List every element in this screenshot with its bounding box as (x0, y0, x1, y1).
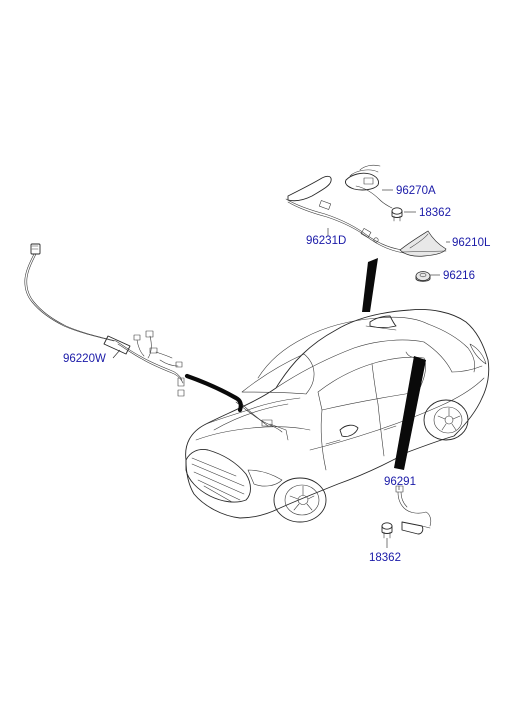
part-label-96270a[interactable]: 96270A (396, 185, 436, 197)
roof-antenna-feeder-drawing (285, 175, 405, 254)
part-label-96291[interactable]: 96291 (384, 476, 416, 488)
part-label-18362-top[interactable]: 18362 (419, 207, 451, 219)
main-antenna-feeder-drawing (24, 243, 185, 397)
sedan-car-drawing (185, 309, 490, 523)
pointer-lines (184, 258, 426, 470)
part-label-18362-bottom[interactable]: 18362 (369, 552, 401, 564)
antenna-extension-drawing (395, 485, 432, 535)
part-label-96231d[interactable]: 96231D (306, 235, 346, 247)
roof-antenna-drawing (399, 230, 447, 257)
part-label-96216[interactable]: 96216 (443, 270, 475, 282)
part-label-96210l[interactable]: 96210L (452, 237, 491, 249)
antenna-nut-drawing (415, 271, 431, 282)
antenna-screw-bottom-drawing (381, 522, 393, 548)
leader-lines (112, 189, 450, 490)
antenna-cable-assy-drawing (345, 164, 393, 209)
part-label-96220w[interactable]: 96220W (63, 353, 106, 365)
antenna-screw-top-drawing (391, 207, 403, 222)
